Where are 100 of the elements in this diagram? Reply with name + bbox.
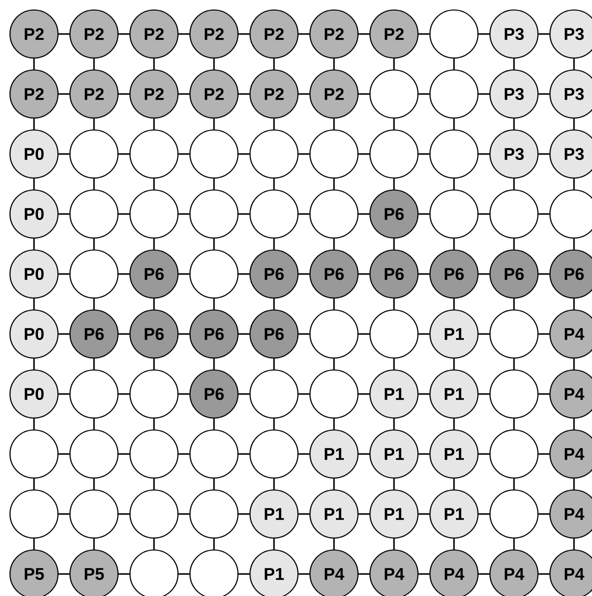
connector-line xyxy=(93,298,95,310)
connector-line xyxy=(573,418,575,430)
connector-line xyxy=(298,153,310,155)
connector-line xyxy=(118,453,130,455)
empty-circle xyxy=(429,9,479,59)
connector-line xyxy=(538,213,550,215)
connector-line xyxy=(333,538,335,550)
connector-line xyxy=(538,513,550,515)
connector-line xyxy=(573,178,575,190)
connector-line xyxy=(58,273,70,275)
connector-line xyxy=(393,238,395,250)
connector-line xyxy=(33,238,35,250)
connector-line xyxy=(478,213,490,215)
connector-line xyxy=(93,478,95,490)
connector-line xyxy=(333,418,335,430)
connector-line xyxy=(273,238,275,250)
connector-line xyxy=(238,573,250,575)
connector-line xyxy=(573,538,575,550)
connector-line xyxy=(118,333,130,335)
connector-line xyxy=(393,478,395,490)
empty-circle xyxy=(489,189,539,239)
connector-line xyxy=(238,333,250,335)
connector-line xyxy=(478,273,490,275)
connector-line xyxy=(513,298,515,310)
connector-line xyxy=(453,358,455,370)
connector-line xyxy=(418,33,430,35)
connector-line xyxy=(333,358,335,370)
connector-line xyxy=(178,573,190,575)
connector-line xyxy=(358,453,370,455)
connector-line xyxy=(418,213,430,215)
connector-line xyxy=(153,58,155,70)
connector-line xyxy=(118,153,130,155)
connector-line xyxy=(93,178,95,190)
connector-line xyxy=(538,93,550,95)
connector-line xyxy=(58,153,70,155)
connector-line xyxy=(538,333,550,335)
empty-circle xyxy=(9,489,59,539)
connector-line xyxy=(573,298,575,310)
connector-line xyxy=(298,573,310,575)
connector-line xyxy=(573,118,575,130)
empty-circle xyxy=(69,369,119,419)
connector-line xyxy=(178,33,190,35)
connector-line xyxy=(33,178,35,190)
empty-circle xyxy=(189,129,239,179)
connector-line xyxy=(418,453,430,455)
connector-line xyxy=(453,178,455,190)
empty-circle xyxy=(489,489,539,539)
empty-circle xyxy=(309,129,359,179)
empty-circle xyxy=(249,189,299,239)
empty-circle xyxy=(369,309,419,359)
connector-line xyxy=(178,453,190,455)
connector-line xyxy=(58,33,70,35)
connector-line xyxy=(453,58,455,70)
connector-line xyxy=(393,58,395,70)
connector-line xyxy=(33,478,35,490)
connector-line xyxy=(513,358,515,370)
connector-line xyxy=(513,58,515,70)
connector-line xyxy=(213,358,215,370)
connector-line xyxy=(213,238,215,250)
connector-line xyxy=(478,153,490,155)
connector-line xyxy=(273,478,275,490)
connector-line xyxy=(213,118,215,130)
connector-line xyxy=(478,93,490,95)
empty-circle xyxy=(129,489,179,539)
empty-circle xyxy=(189,249,239,299)
empty-circle xyxy=(69,189,119,239)
connector-line xyxy=(573,478,575,490)
connector-line xyxy=(153,418,155,430)
connector-line xyxy=(393,178,395,190)
empty-circle xyxy=(429,129,479,179)
empty-circle xyxy=(309,369,359,419)
connector-line xyxy=(238,93,250,95)
connector-line xyxy=(273,118,275,130)
connector-line xyxy=(513,178,515,190)
empty-circle xyxy=(69,249,119,299)
empty-circle xyxy=(489,429,539,479)
connector-line xyxy=(213,538,215,550)
empty-circle xyxy=(249,369,299,419)
connector-line xyxy=(453,118,455,130)
connector-line xyxy=(418,93,430,95)
connector-line xyxy=(273,538,275,550)
empty-circle xyxy=(189,189,239,239)
connector-line xyxy=(358,213,370,215)
connector-line xyxy=(93,538,95,550)
connector-line xyxy=(298,273,310,275)
connector-line xyxy=(298,33,310,35)
connector-line xyxy=(118,93,130,95)
connector-line xyxy=(33,538,35,550)
empty-circle xyxy=(189,429,239,479)
connector-line xyxy=(538,273,550,275)
connector-line xyxy=(178,153,190,155)
connector-line xyxy=(393,358,395,370)
connector-line xyxy=(513,478,515,490)
connector-line xyxy=(513,238,515,250)
connector-line xyxy=(58,333,70,335)
connector-line xyxy=(238,513,250,515)
connector-line xyxy=(33,298,35,310)
empty-circle xyxy=(69,429,119,479)
connector-line xyxy=(513,118,515,130)
connector-line xyxy=(273,358,275,370)
